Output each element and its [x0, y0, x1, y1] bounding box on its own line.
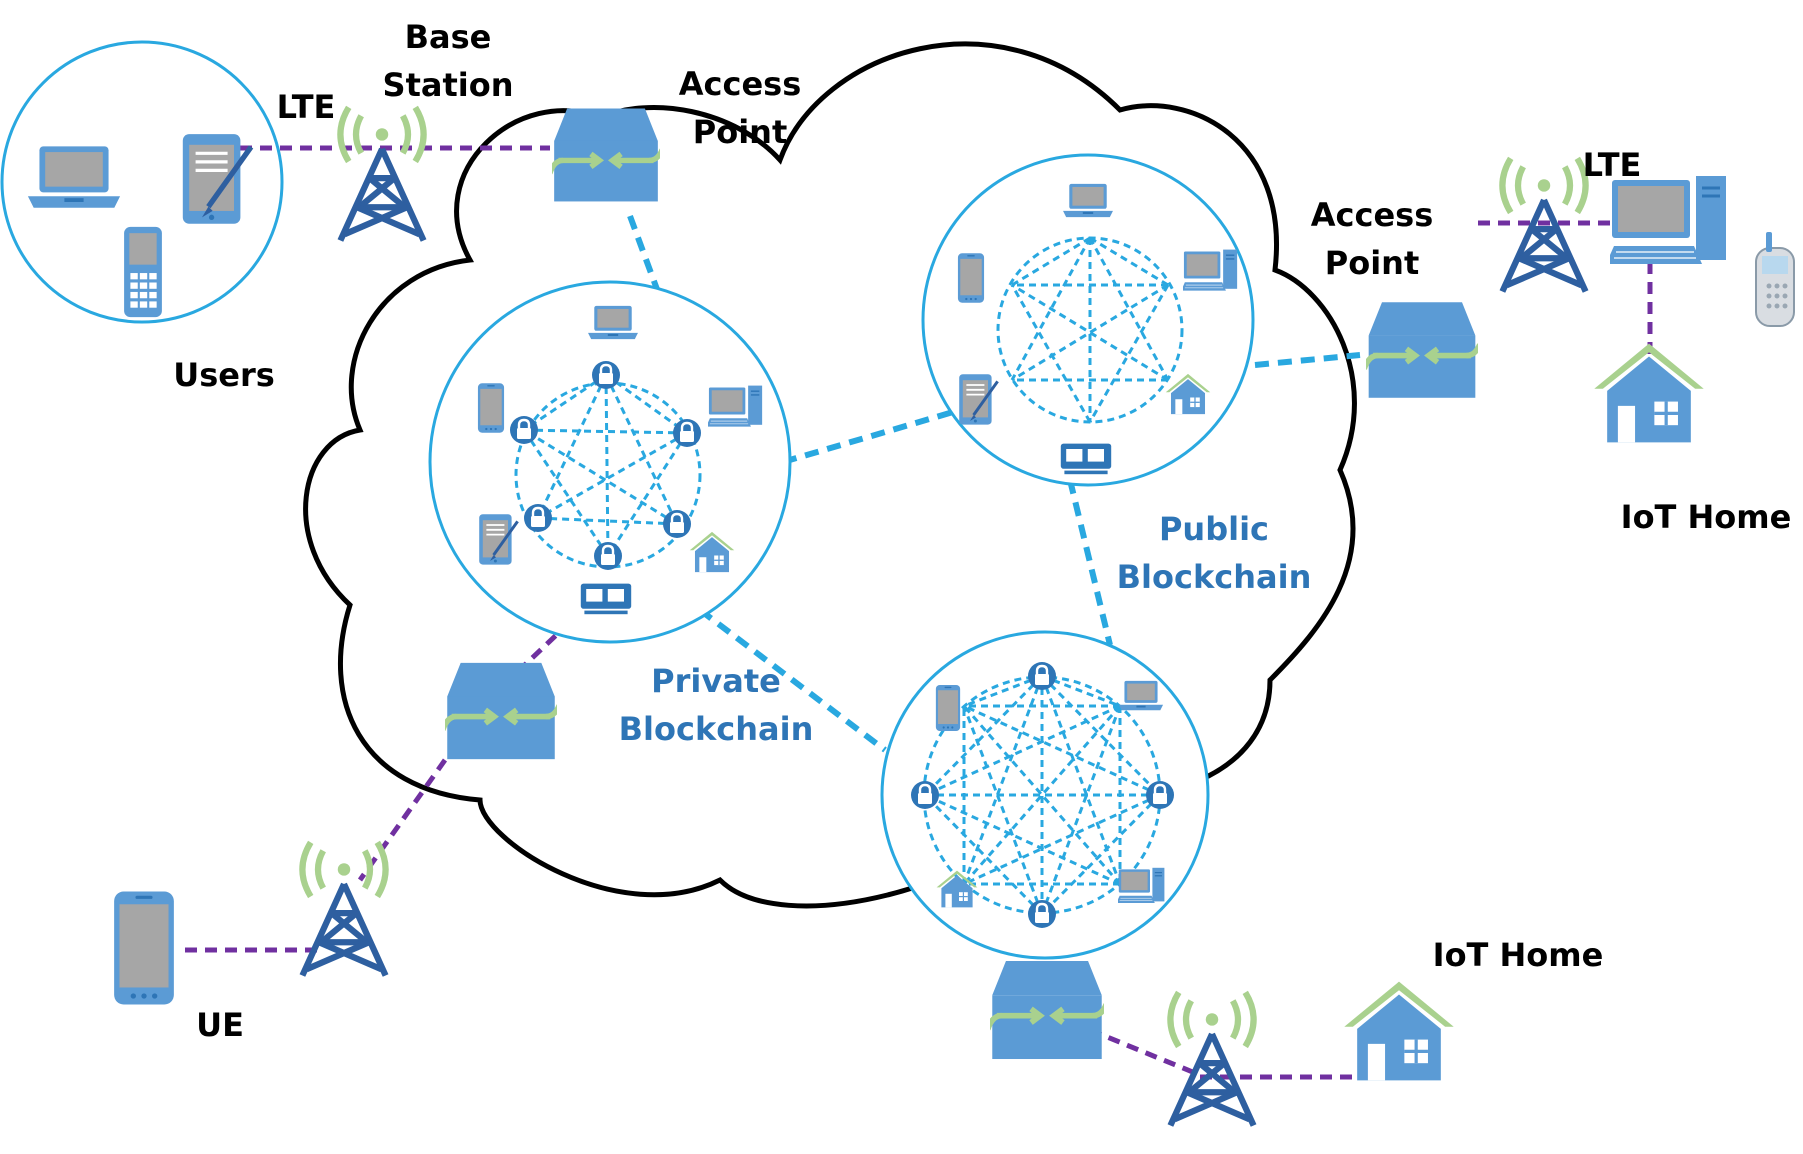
lock-icon: [1027, 661, 1057, 691]
laptop-icon: [588, 305, 638, 340]
house-icon: [1592, 342, 1706, 444]
access-point-top-label-line1: Access: [679, 65, 802, 103]
laptop-icon: [27, 146, 121, 208]
private-blockchain-label-line2: Blockchain: [619, 710, 814, 748]
house-icon: [1342, 980, 1456, 1082]
base-station-label-line2: Station: [383, 66, 514, 104]
desktop-icon: [708, 384, 763, 428]
ue-label: UE: [196, 1006, 244, 1044]
phone-icon: [935, 685, 961, 731]
blockchain-links: [627, 214, 1361, 753]
iot-home-bottom-label: IoT Home: [1433, 936, 1604, 974]
router-icon: [443, 663, 559, 759]
phone-icon: [477, 383, 505, 433]
lock-icon: [910, 780, 940, 810]
public-blockchain-node: [921, 153, 1255, 487]
flip-phone-icon: [124, 226, 162, 318]
access-point-top-label-line2: Point: [693, 113, 787, 151]
desktop-icon: [1118, 867, 1166, 904]
lock-icon: [523, 503, 553, 533]
iot-home-right-label: IoT Home: [1621, 498, 1792, 536]
private-blockchain-label-line1: Private: [651, 662, 781, 700]
cell-tower-icon: [1170, 992, 1253, 1125]
lock-icon: [509, 415, 539, 445]
lock-icon: [662, 509, 692, 539]
public-blockchain-label-line1: Public: [1159, 510, 1269, 548]
access-point-right-label-line2: Point: [1325, 244, 1419, 282]
desktop-icon: [1183, 248, 1238, 292]
laptop-icon: [1063, 183, 1113, 218]
lock-icon: [672, 418, 702, 448]
lte-right-label: LTE: [1583, 146, 1642, 184]
users-label: Users: [173, 356, 275, 394]
lte-left-label: LTE: [277, 88, 336, 126]
router-icon: [550, 109, 662, 202]
router-icon: [1364, 302, 1480, 398]
router-icon: [988, 961, 1107, 1059]
users-circle: [0, 40, 284, 324]
cell-tower-icon: [340, 107, 423, 240]
private-blockchain-node: [428, 280, 792, 644]
bottom-blockchain-node: [880, 630, 1210, 960]
base-station-label-line1: Base: [405, 18, 492, 56]
lock-icon: [1027, 899, 1057, 929]
lock-icon: [591, 360, 621, 390]
lock-icon: [1145, 780, 1175, 810]
flip-phone-icon: [1755, 232, 1795, 327]
access-point-right-label-line1: Access: [1311, 196, 1434, 234]
phone-icon: [114, 891, 174, 1005]
desktop-icon: [1610, 174, 1728, 266]
lock-icon: [593, 541, 623, 571]
laptop-icon: [1118, 680, 1164, 711]
phone-icon: [957, 253, 985, 303]
public-blockchain-label-line2: Blockchain: [1117, 558, 1312, 596]
